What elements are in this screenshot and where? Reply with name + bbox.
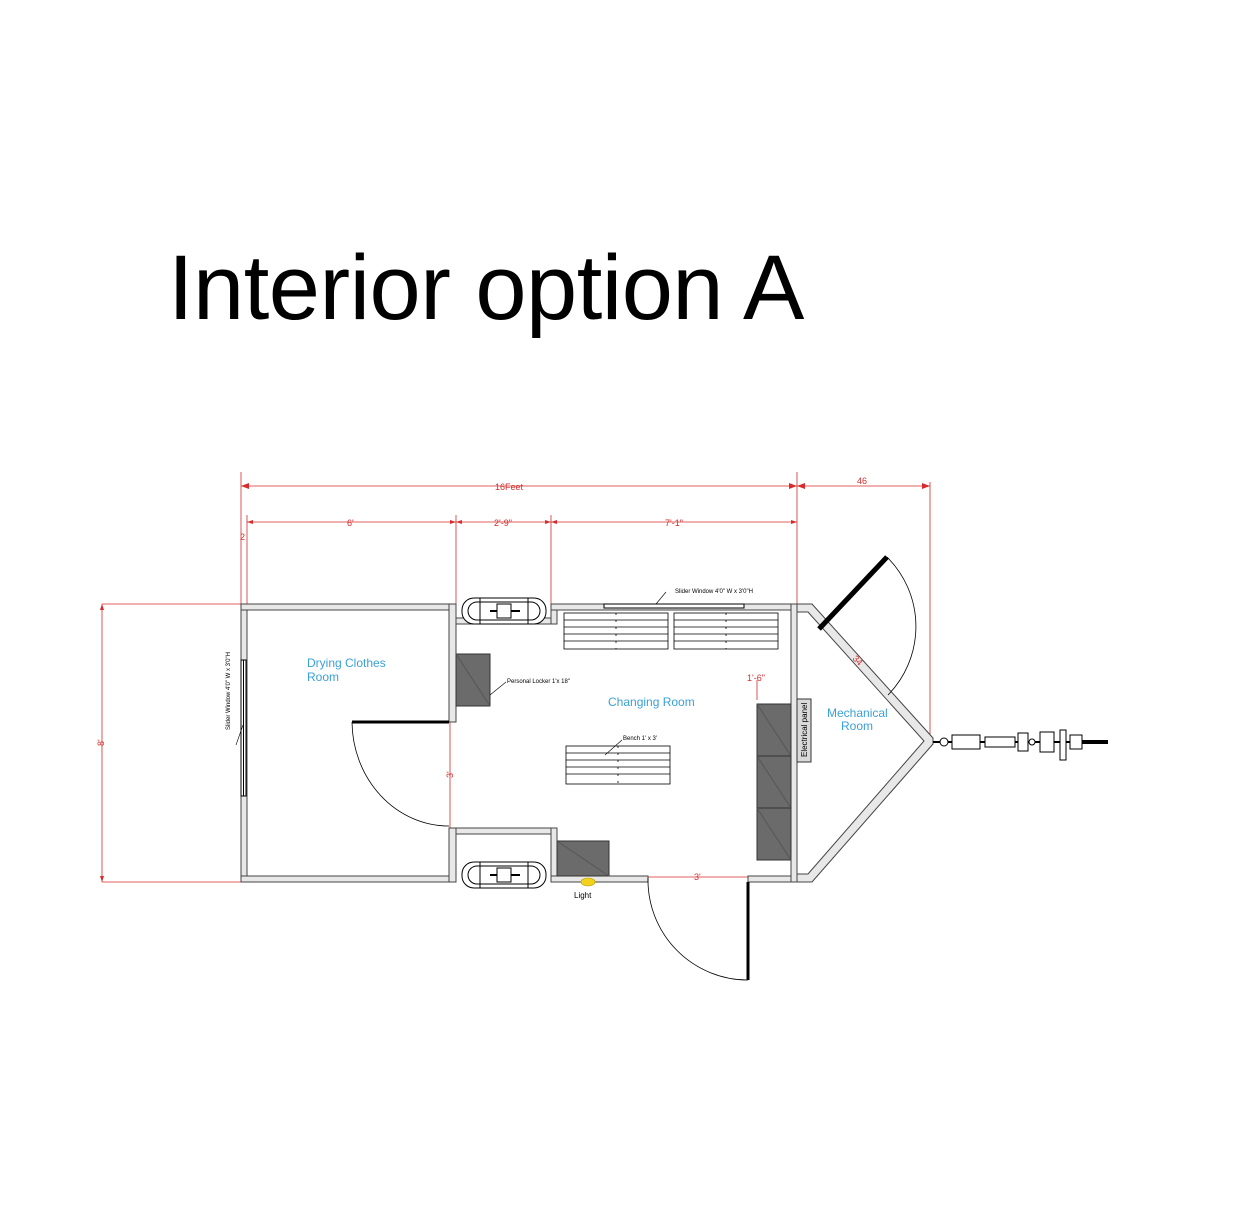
electrical-panel-label: Electrical panel bbox=[800, 703, 809, 757]
inner-opening-dim: 3' bbox=[445, 771, 455, 778]
middle-width-dim: 2'-9" bbox=[494, 518, 512, 528]
mechanical-room-label-1: Mechanical bbox=[827, 706, 888, 720]
wall-thickness-dim: 2 bbox=[240, 532, 245, 542]
drying-width-dim: 6' bbox=[347, 518, 354, 528]
hitch-length-dim: 46 bbox=[857, 476, 867, 486]
wheels bbox=[461, 597, 547, 889]
bench-top-right bbox=[673, 612, 779, 650]
bench-top-left bbox=[563, 612, 669, 650]
drying-room-label-2: Room bbox=[307, 670, 339, 684]
slider-window-top-label: Slider Window 4'0" W x 3'0"H bbox=[675, 589, 753, 595]
personal-locker-label: Personal Locker 1'x 18" bbox=[507, 679, 570, 685]
hitch bbox=[933, 729, 1108, 761]
bench-label: Bench 1' x 3' bbox=[623, 736, 657, 742]
overall-length-dim: 16Feet bbox=[495, 482, 524, 492]
drying-room-label-1: Drying Clothes bbox=[307, 656, 386, 670]
doors bbox=[351, 555, 917, 981]
lockers bbox=[455, 653, 792, 877]
page-title: Interior option A bbox=[168, 237, 804, 339]
light-label: Light bbox=[574, 891, 592, 900]
changing-room-label: Changing Room bbox=[608, 695, 695, 709]
dimension-lines bbox=[100, 472, 931, 883]
light: Light bbox=[574, 877, 596, 900]
wheel-top bbox=[461, 597, 547, 625]
door-width-dim: 3' bbox=[694, 872, 701, 882]
changing-width-dim: 7'-1" bbox=[665, 518, 683, 528]
benches bbox=[563, 612, 779, 785]
leader-lines bbox=[235, 591, 667, 756]
slider-window-left-label: Slider Window 4'0" W x 3'0"H bbox=[226, 652, 232, 730]
wheel-bottom bbox=[461, 861, 547, 889]
overall-width-dim: 8' bbox=[96, 739, 106, 746]
electrical-panel: Electrical panel bbox=[796, 698, 812, 763]
mechanical-room-label-2: Room bbox=[841, 719, 873, 733]
bench-center bbox=[565, 745, 671, 785]
windows bbox=[240, 603, 745, 797]
locker-depth-dim: 1'-6" bbox=[747, 673, 765, 683]
